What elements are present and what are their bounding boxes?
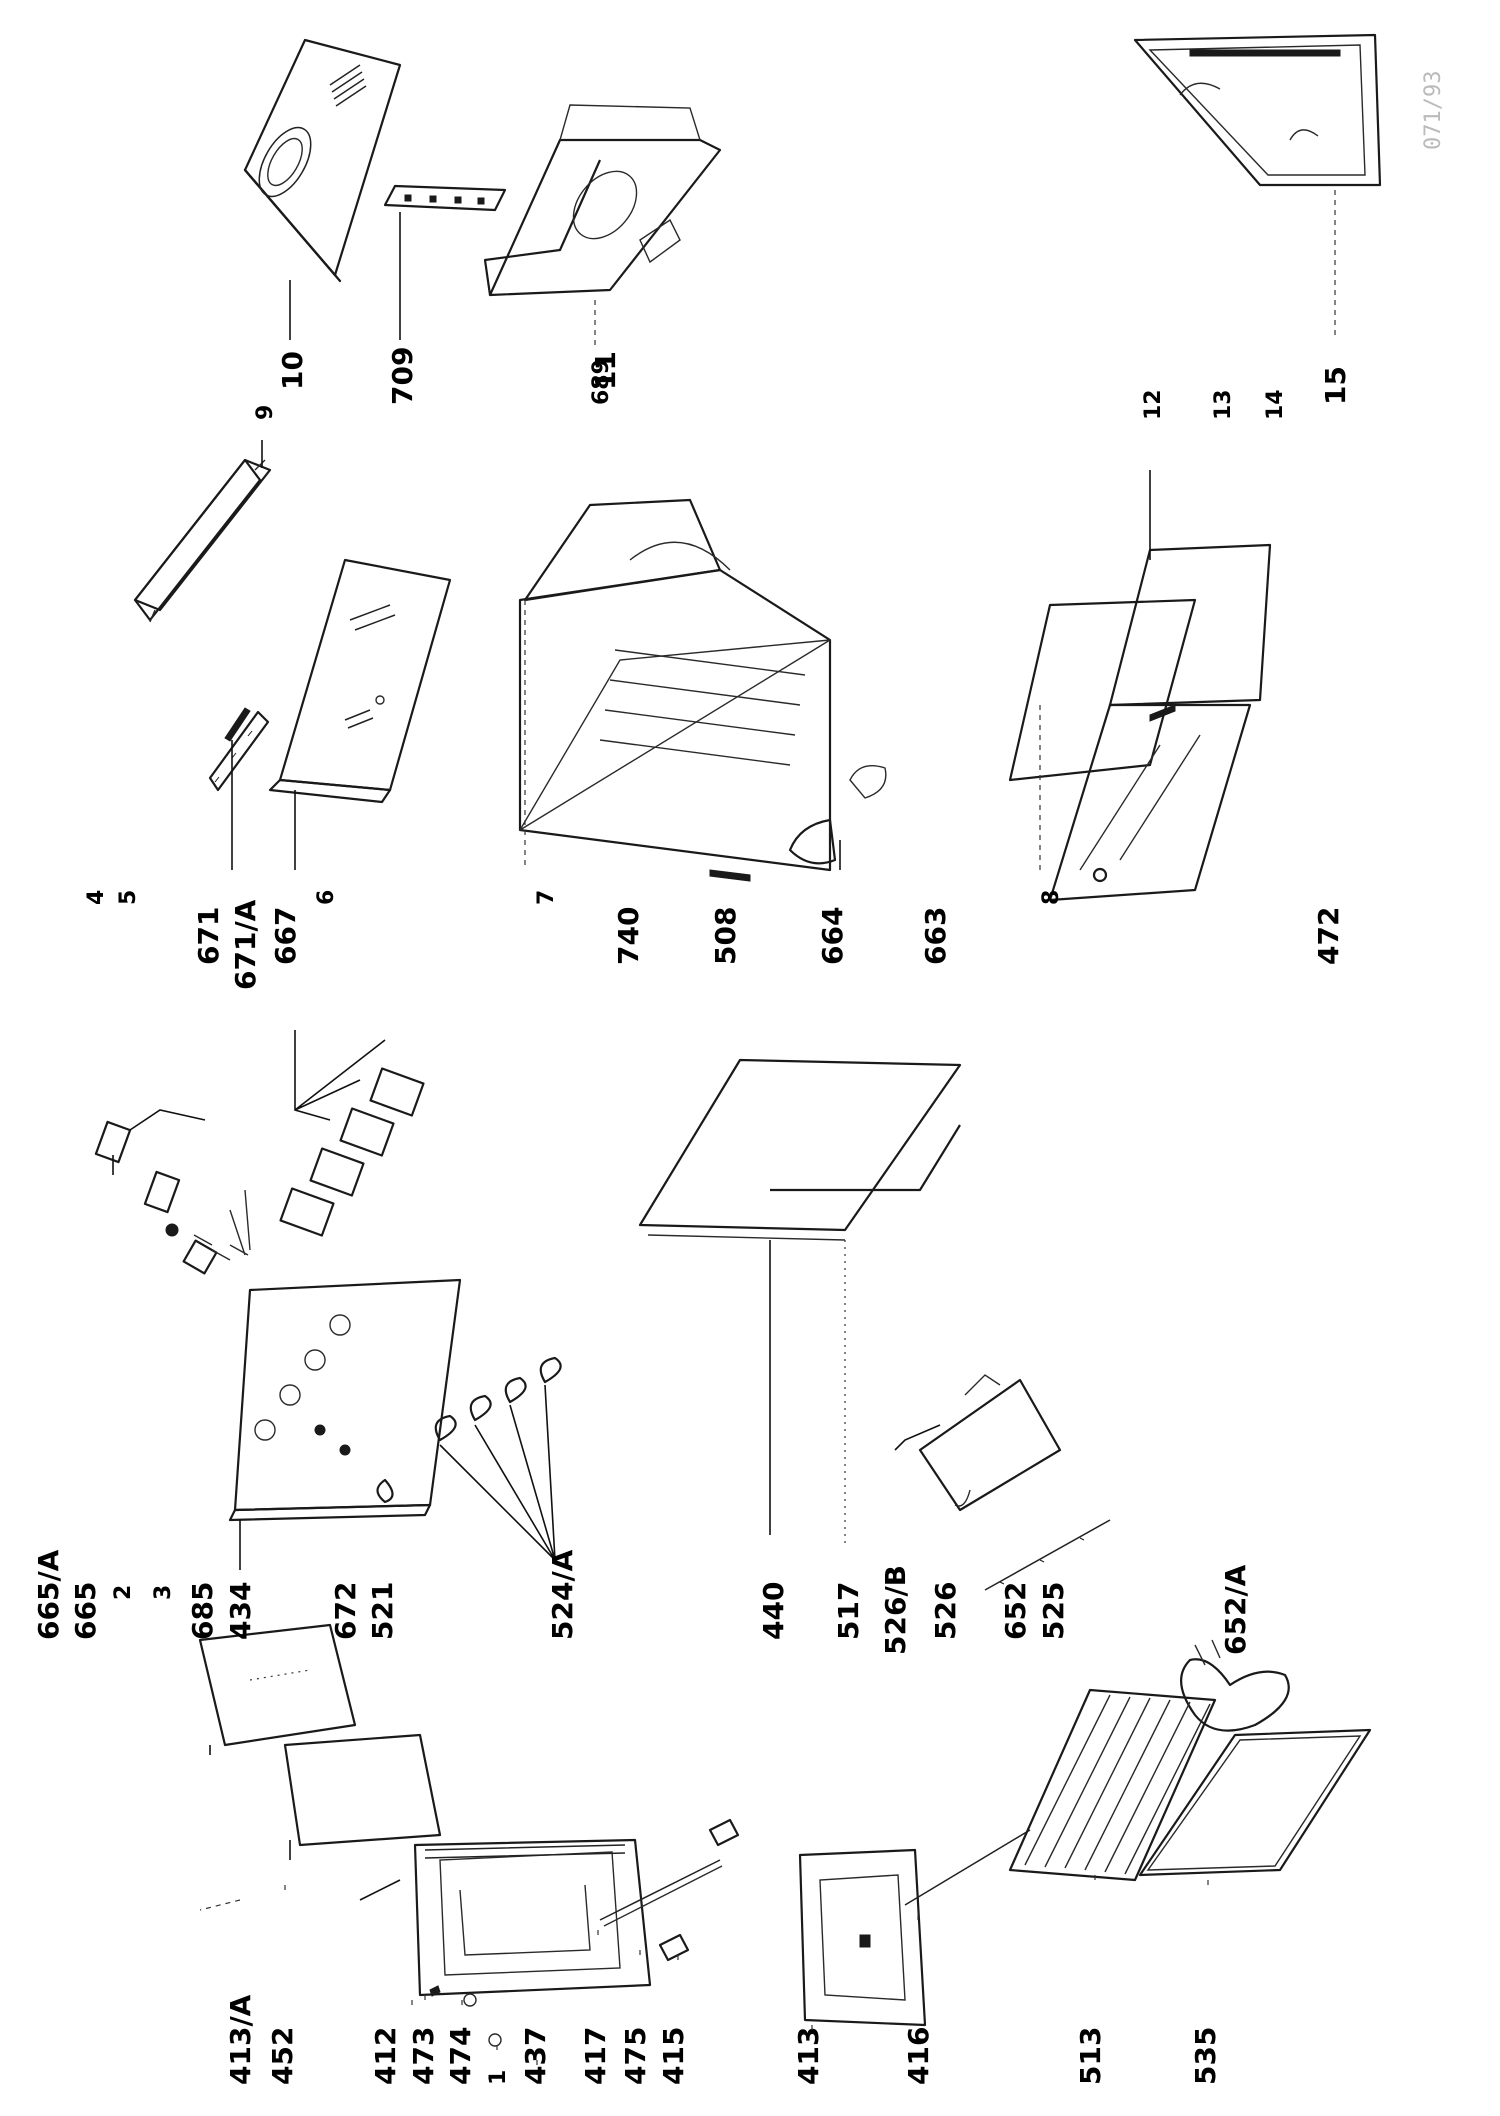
part-wire-rack <box>1008 1688 1217 1882</box>
label-8: 8 <box>1039 890 1064 905</box>
label-521: 521 <box>366 1582 399 1640</box>
label-652-a: 652/A <box>1219 1564 1252 1655</box>
part-terminal-set <box>143 1170 218 1275</box>
label-535: 535 <box>1189 2027 1222 2085</box>
part-lamp <box>788 765 887 865</box>
part-grill-plate <box>1008 543 1272 902</box>
part-bracket-strip <box>383 184 507 212</box>
label-417: 417 <box>579 2027 612 2085</box>
part-back-cover <box>243 38 402 283</box>
label-440: 440 <box>757 1582 790 1640</box>
part-spring-clip <box>224 707 251 742</box>
part-side-shield <box>133 458 272 623</box>
label-689: 689 <box>589 359 614 405</box>
part-control-panel <box>228 1278 462 1522</box>
label-7: 7 <box>534 890 559 905</box>
label-665: 665 <box>69 1582 102 1640</box>
label-475: 475 <box>619 2027 652 2085</box>
label-526-b: 526/B <box>879 1565 912 1655</box>
label-13: 13 <box>1211 389 1236 420</box>
document-stamp: 071/93 <box>1421 71 1446 150</box>
label-473: 473 <box>407 2027 440 2085</box>
label-652: 652 <box>999 1582 1032 1640</box>
label-472: 472 <box>1312 907 1345 965</box>
part-top-panel <box>268 558 452 804</box>
label-12: 12 <box>1141 389 1166 420</box>
label-415: 415 <box>657 2027 690 2085</box>
part-baking-tray <box>1138 1728 1372 1877</box>
label-437: 437 <box>519 2027 552 2085</box>
label-5: 5 <box>116 890 141 905</box>
label-672: 672 <box>329 1582 362 1640</box>
label-526: 526 <box>929 1582 962 1640</box>
part-grill-element <box>1180 1639 1290 1732</box>
label-15: 15 <box>1319 366 1352 405</box>
label-11: 11 <box>589 351 622 390</box>
label-517: 517 <box>832 1582 865 1640</box>
label-412: 412 <box>369 2027 402 2085</box>
label-663: 663 <box>919 907 952 965</box>
part-508 <box>709 869 751 882</box>
label-413: 413 <box>792 2027 825 2085</box>
label-10: 10 <box>276 351 309 390</box>
label-434: 434 <box>224 1582 257 1640</box>
part-housing-frame <box>483 104 722 297</box>
label-665-a: 665/A <box>32 1549 65 1640</box>
label-664: 664 <box>816 907 849 965</box>
label-709: 709 <box>386 347 419 405</box>
label-740: 740 <box>612 907 645 965</box>
part-door-glass-outer <box>198 1623 357 1747</box>
part-knobs <box>434 1356 562 1442</box>
part-door-glass-inner <box>283 1733 442 1847</box>
label-474: 474 <box>444 2027 477 2085</box>
part-oven-element <box>918 1374 1062 1512</box>
label-667: 667 <box>269 907 302 965</box>
label-4: 4 <box>84 890 109 905</box>
part-connector <box>94 1120 132 1164</box>
label-1: 1 <box>486 2070 511 2085</box>
part-inner-door <box>413 1838 652 1997</box>
label-413-a: 413/A <box>224 1994 257 2085</box>
label-525: 525 <box>1037 1582 1070 1640</box>
label-6: 6 <box>314 890 339 905</box>
label-416: 416 <box>902 2027 935 2085</box>
part-terminal-block <box>208 710 270 792</box>
part-gas-valves <box>279 1067 425 1237</box>
part-door-frame <box>638 1058 962 1241</box>
label-513: 513 <box>1074 2027 1107 2085</box>
label-671-a: 671/A <box>229 899 262 990</box>
part-door-handle <box>599 1859 723 1927</box>
label-3: 3 <box>151 1585 176 1600</box>
part-outer-door <box>798 1848 927 2027</box>
label-524-a: 524/A <box>546 1549 579 1640</box>
label-452: 452 <box>266 2027 299 2085</box>
label-671: 671 <box>192 907 225 965</box>
part-bottom-tray <box>1133 33 1382 187</box>
label-14: 14 <box>1263 389 1288 420</box>
part-thermostat <box>193 1189 251 1261</box>
label-2: 2 <box>111 1585 136 1600</box>
label-685: 685 <box>186 1582 219 1640</box>
part-oven-cavity <box>518 498 832 872</box>
label-9: 9 <box>253 405 278 420</box>
label-508: 508 <box>709 907 742 965</box>
